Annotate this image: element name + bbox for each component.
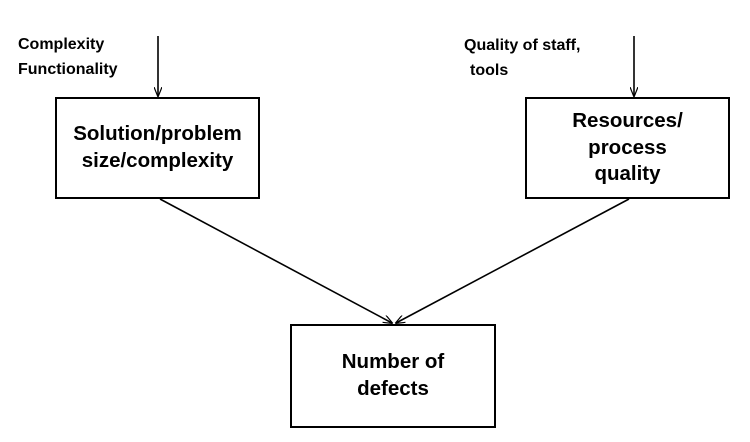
node-text: Solution/problem size/complexity bbox=[73, 121, 242, 174]
node-text-line: size/complexity bbox=[81, 149, 234, 172]
node-solution-problem-size: Solution/problem size/complexity bbox=[55, 97, 260, 199]
input-label-line: Complexity bbox=[18, 36, 105, 53]
node-text-line: process bbox=[588, 135, 667, 159]
node-number-of-defects: Number of defects bbox=[290, 324, 496, 428]
node-text-line: Number of bbox=[341, 350, 445, 374]
input-label-line: Functionality bbox=[18, 61, 118, 78]
node-text-line: Resources/ bbox=[572, 109, 683, 133]
input-label-quality-staff-tools: Quality of staff, tools bbox=[464, 33, 580, 83]
node-text-line: Solution/problem bbox=[73, 122, 242, 146]
input-label-complexity-functionality: Complexity Functionality bbox=[18, 32, 118, 82]
input-label-line: tools bbox=[470, 62, 509, 79]
node-resources-process-quality: Resources/ process quality bbox=[525, 97, 730, 199]
arrow-solution-to-defects bbox=[159, 198, 392, 323]
node-text: Resources/ process quality bbox=[572, 108, 683, 188]
input-label-line: Quality of staff, bbox=[464, 37, 581, 54]
arrow-resources-to-defects bbox=[396, 198, 630, 323]
node-text-line: quality bbox=[594, 162, 661, 186]
node-text-line: defects bbox=[357, 377, 429, 400]
node-text: Number of defects bbox=[342, 349, 445, 402]
